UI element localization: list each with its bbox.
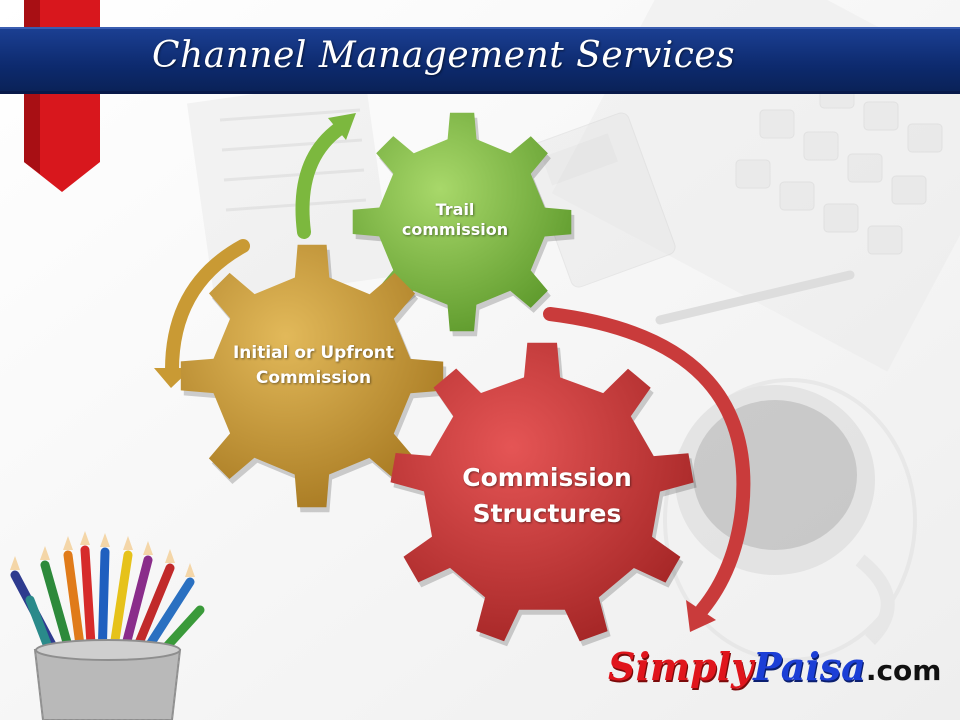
logo-paisa: Paisa	[753, 644, 866, 689]
trail-commission-label: Trail commission	[401, 200, 509, 239]
pencil-cup-image	[10, 531, 205, 720]
logo-com: .com	[865, 654, 942, 687]
green-arrow	[295, 113, 356, 239]
gear-body	[390, 342, 694, 642]
gear-body	[180, 244, 444, 508]
title-banner	[0, 27, 960, 94]
gear-body	[352, 112, 572, 332]
commission-structures-gear	[390, 342, 697, 647]
coffee-cup-image	[663, 378, 917, 662]
slide-title: Channel Management Services	[152, 35, 736, 76]
pen-image	[655, 270, 855, 325]
initial-commission-label: Initial or Upfront Commission	[232, 343, 395, 388]
calculator-image	[524, 112, 676, 288]
logo-simply: Simply	[608, 644, 754, 689]
simplypaisa-logo: SimplyPaisa.com	[608, 644, 941, 698]
red-arrow	[543, 307, 751, 632]
trail-commission-gear	[352, 112, 575, 337]
commission-structures-label: Commission Structures	[462, 463, 632, 528]
initial-commission-gear	[180, 244, 447, 513]
